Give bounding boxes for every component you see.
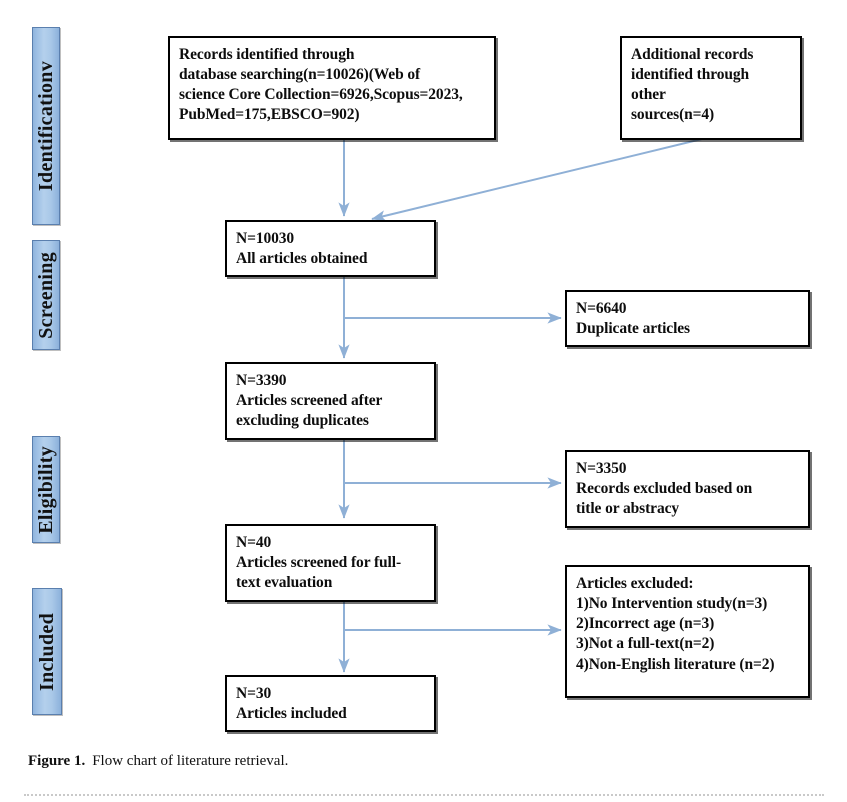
stage-label-screening-text: Screening — [35, 251, 57, 339]
node-line: Duplicate articles — [576, 320, 690, 338]
figure-caption: Figure 1. Flow chart of literature retrie… — [28, 752, 818, 772]
node-additional-records: Additional records identified through ot… — [620, 36, 802, 140]
node-line: Articles screened after — [236, 392, 383, 410]
node-line: N=40 — [236, 534, 272, 551]
node-line: excluding duplicates — [236, 412, 369, 430]
node-line: Records excluded based on — [576, 480, 753, 498]
node-records-excluded-title-abstract: N=3350 Records excluded based on title o… — [565, 450, 810, 528]
node-duplicate-articles: N=6640 Duplicate articles — [565, 290, 810, 347]
node-line: Additional records — [631, 46, 754, 63]
figure-caption-label: Figure 1. — [28, 753, 86, 769]
stage-label-eligibility-text: Eligibility — [35, 445, 57, 534]
node-all-articles-obtained: N=10030 All articles obtained — [225, 220, 436, 277]
node-line: Articles screened for full- — [236, 554, 402, 572]
node-line: All articles obtained — [236, 250, 368, 268]
node-line: science Core Collection=6926,Scopus=2023… — [179, 86, 463, 104]
stage-label-eligibility: Eligibility — [32, 436, 60, 543]
node-screened-after-duplicates: N=3390 Articles screened after excluding… — [225, 362, 436, 440]
node-line: database searching(n=10026)(Web of — [179, 66, 421, 84]
stage-label-included-text: Included — [36, 612, 58, 691]
node-line: Articles excluded: — [576, 575, 694, 592]
node-line: 4)Non-English literature (n=2) — [576, 655, 775, 673]
node-line: 2)Incorrect age (n=3) — [576, 615, 715, 633]
node-line: 1)No Intervention study(n=3) — [576, 595, 768, 613]
node-line: Records identified through — [179, 46, 355, 63]
stage-label-included: Included — [32, 588, 62, 715]
node-line: N=10030 — [236, 230, 295, 247]
node-line: N=3350 — [576, 460, 627, 477]
node-line: N=30 — [236, 685, 272, 702]
node-line: N=3390 — [236, 372, 287, 389]
node-line: PubMed=175,EBSCO=902) — [179, 106, 360, 124]
node-line: identified through — [631, 66, 750, 84]
edge-additional-to-obtained — [371, 137, 707, 222]
footer-divider — [24, 794, 824, 796]
stage-label-screening: Screening — [32, 240, 60, 350]
node-line: sources(n=4) — [631, 106, 715, 124]
stage-label-identification: Identificationv — [32, 27, 60, 225]
node-line: Articles included — [236, 705, 347, 723]
node-line: title or abstracy — [576, 500, 680, 518]
node-line: text evaluation — [236, 574, 333, 592]
node-screened-full-text: N=40 Articles screened for full- text ev… — [225, 524, 436, 602]
node-records-identified: Records identified through database sear… — [168, 36, 496, 140]
node-line: other — [631, 86, 666, 104]
node-line: N=6640 — [576, 300, 627, 317]
node-line: 3)Not a full-text(n=2) — [576, 635, 715, 653]
node-articles-excluded-reasons: Articles excluded: 1)No Intervention stu… — [565, 565, 810, 698]
figure-caption-text: Flow chart of literature retrieval. — [92, 753, 289, 769]
stage-label-identification-text: Identificationv — [35, 60, 57, 192]
node-articles-included: N=30 Articles included — [225, 675, 436, 732]
